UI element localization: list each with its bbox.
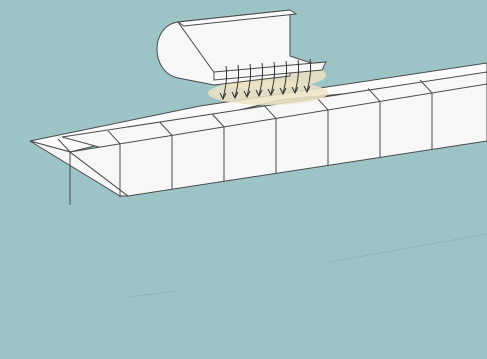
ground-line: [329, 233, 487, 263]
hopper-icon: [156, 9, 327, 86]
cell-top-divider: [107, 130, 121, 145]
ground-line: [129, 290, 176, 298]
hopper-lip: [213, 61, 327, 81]
cell-top-divider: [367, 88, 381, 102]
hopper-rim: [176, 9, 298, 27]
cell-row: [29, 62, 487, 205]
down-arrow-icon: [267, 61, 276, 97]
row-inner-wall: [61, 71, 487, 151]
cell-top-divider: [159, 122, 173, 136]
cell-top-divider: [263, 105, 277, 119]
down-arrow-icon: [291, 59, 300, 95]
down-arrow-icon: [219, 65, 228, 101]
cell-top-divider: [211, 113, 225, 128]
cell-top-divider: [419, 79, 433, 94]
down-arrow-icon: [279, 60, 288, 96]
cell-top-divider: [57, 138, 71, 153]
flow-arrows: [219, 58, 312, 101]
down-arrow-icon: [255, 62, 264, 98]
cell-dividers: [69, 92, 433, 205]
down-arrow-icon: [231, 64, 240, 100]
down-arrow-icon: [243, 63, 252, 99]
down-arrow-icon: [303, 58, 312, 94]
cell-top-dividers: [57, 79, 433, 153]
row-front-face: [68, 83, 487, 197]
